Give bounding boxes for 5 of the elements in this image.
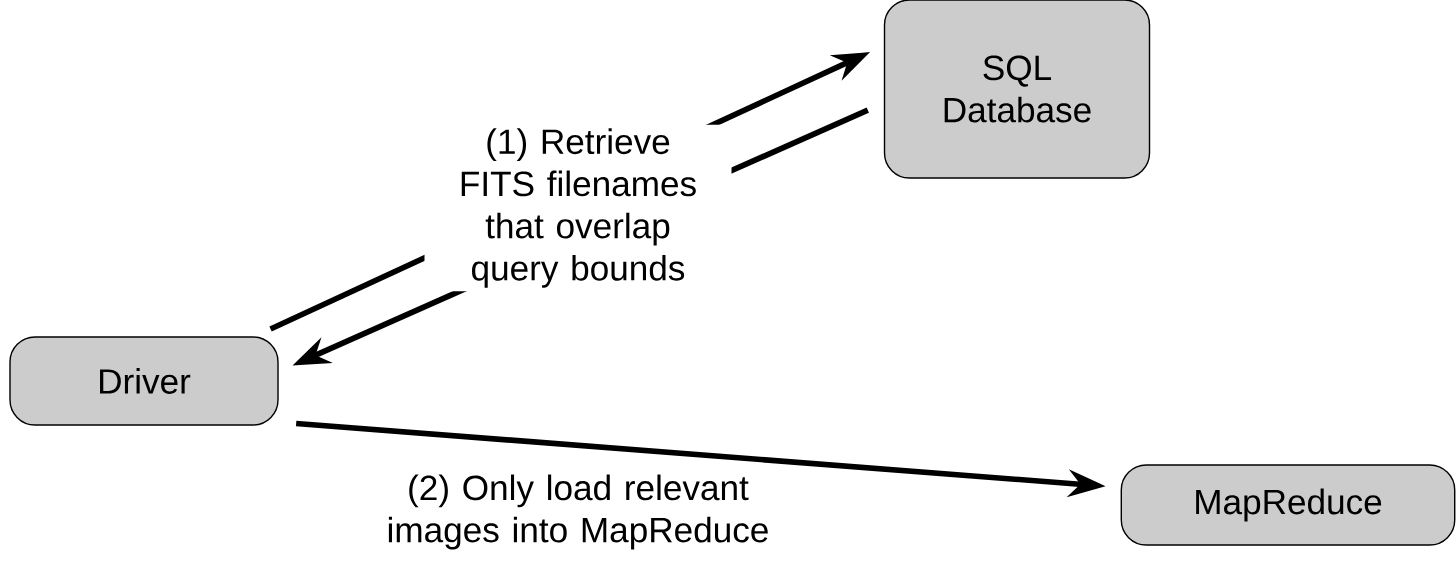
edge-label: (1) Retrieve FITS filenames that overlap query bounds	[424, 124, 732, 292]
edge-label: (2) Only load relevant images into MapReduce	[364, 471, 792, 553]
process-box: Driver	[9, 336, 279, 426]
process-box: SQL Database	[883, 0, 1151, 179]
process-box: MapReduce	[1120, 464, 1456, 546]
